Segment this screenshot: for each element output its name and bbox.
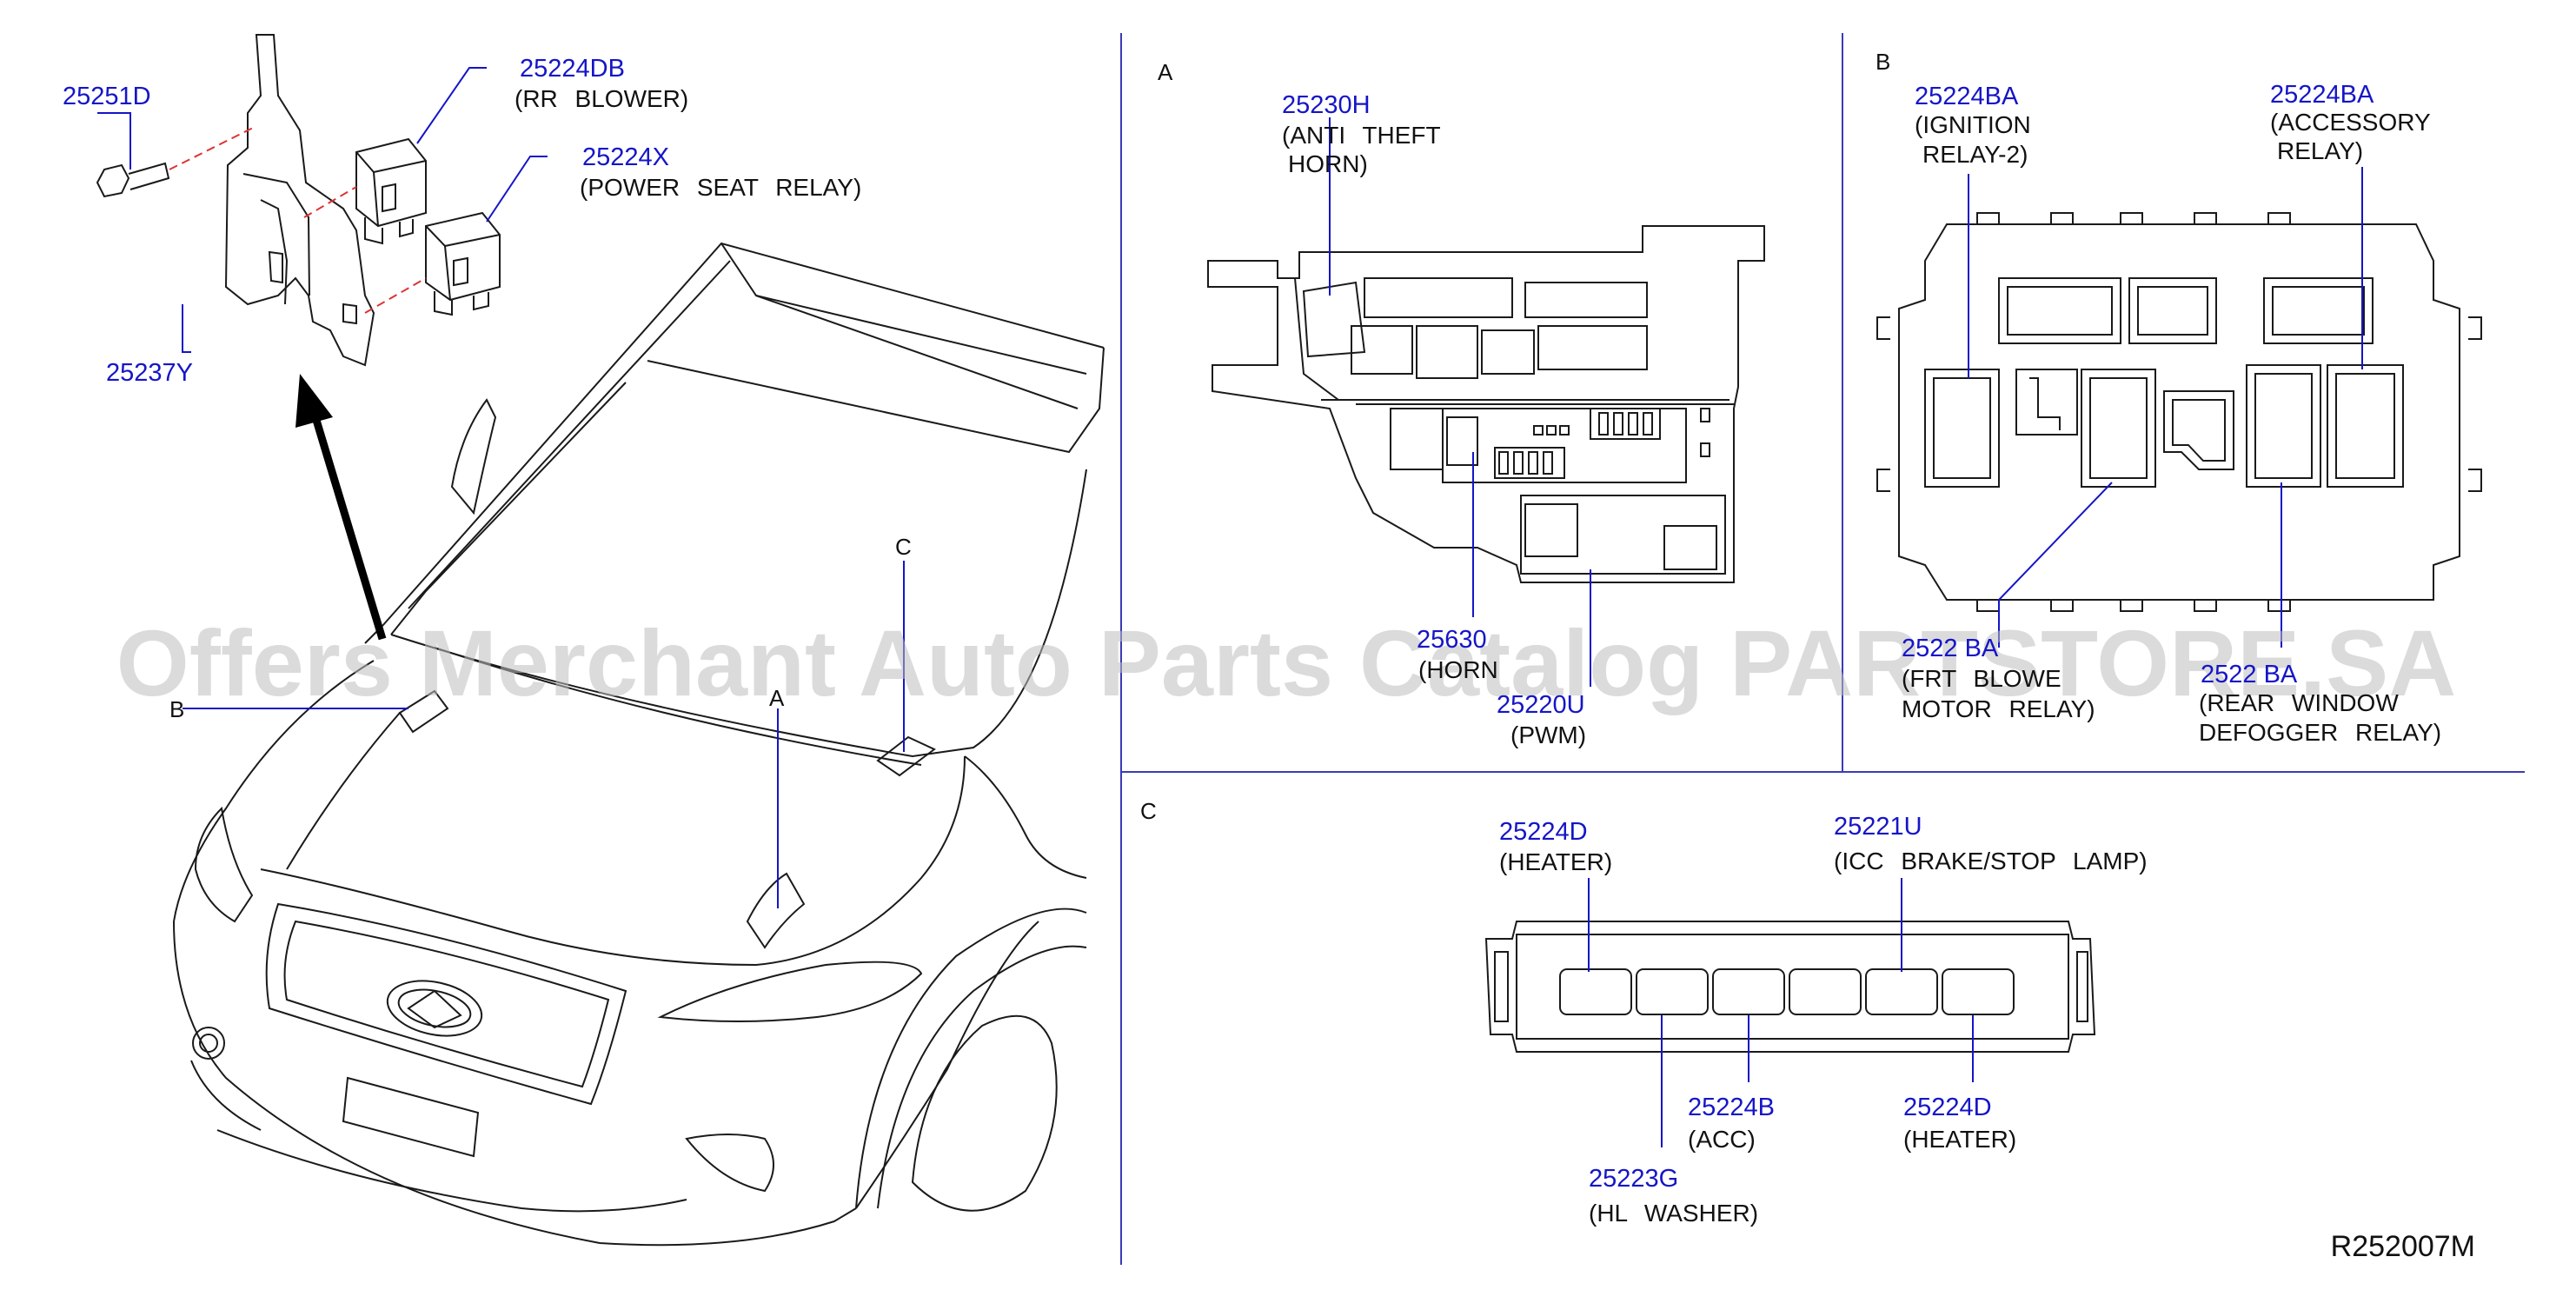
- diagram-code: R252007M: [2331, 1230, 2475, 1263]
- car-marker-c: C: [895, 534, 912, 560]
- vehicle-illustration: [173, 242, 1105, 1247]
- section-label-c: C: [1140, 798, 1157, 824]
- part-number-25223G[interactable]: 25223G: [1589, 1165, 1678, 1193]
- part-desc-25220U: (PWM): [1510, 721, 1586, 748]
- part-desc-25224X: (POWER SEAT RELAY): [580, 174, 861, 201]
- part-desc-25221U: (ICC BRAKE/STOP LAMP): [1834, 848, 2148, 874]
- car-marker-a: A: [769, 685, 785, 711]
- part-number-25230H[interactable]: 25230H: [1282, 91, 1371, 119]
- part-desc-frt-blower-line2: MOTOR RELAY): [1902, 695, 2095, 722]
- leader-lines: [97, 67, 2363, 1147]
- part-number-25220U[interactable]: 25220U: [1497, 691, 1585, 719]
- relay-strip-c: [1484, 921, 2096, 1053]
- section-label-a: A: [1158, 59, 1173, 85]
- watermark-text: Offers Merchant Auto Parts Catalog PARTS…: [116, 610, 2456, 715]
- part-number-25224X[interactable]: 25224X: [582, 143, 669, 171]
- part-number-25251D[interactable]: 25251D: [63, 83, 151, 110]
- part-desc-25224D-heater-top: (HEATER): [1499, 848, 1612, 875]
- part-desc-25224B: (ACC): [1688, 1126, 1756, 1153]
- top-tabs: [1976, 212, 2291, 612]
- relay-box-b: [1876, 212, 2482, 612]
- part-number-25224B[interactable]: 25224B: [1688, 1094, 1775, 1121]
- part-number-25224BA-accessory[interactable]: 25224BA: [2270, 81, 2374, 109]
- part-desc-frt-blower-line1: (FRT BLOWE: [1902, 665, 2061, 692]
- part-desc-rear-defogger-line2: DEFOGGER RELAY): [2199, 719, 2441, 746]
- part-desc-25630: (HORN: [1418, 656, 1498, 683]
- part-desc-25230H-line1: (ANTI THEFT: [1282, 122, 1441, 149]
- part-desc-25224BA-accessory-line2: RELAY): [2277, 137, 2363, 164]
- part-desc-25224BA-accessory-line1: (ACCESSORY: [2270, 109, 2431, 136]
- part-number-frt-blower-relay[interactable]: 2522 BA: [1902, 635, 1999, 662]
- part-number-25224BA-ignition[interactable]: 25224BA: [1915, 83, 2019, 110]
- part-number-25237Y[interactable]: 25237Y: [106, 359, 193, 387]
- part-desc-25224BA-ignition-line1: (IGNITION: [1915, 111, 2031, 138]
- part-desc-rear-defogger-line1: (REAR WINDOW: [2199, 689, 2399, 716]
- location-arrow: [295, 374, 387, 641]
- part-number-25630[interactable]: 25630: [1417, 626, 1487, 654]
- relay-box-a: [1207, 225, 1765, 583]
- section-separators: [1120, 33, 2525, 1265]
- part-desc-25224DB: (RR BLOWER): [515, 85, 688, 112]
- part-desc-25223G: (HL WASHER): [1589, 1200, 1758, 1227]
- part-number-25221U[interactable]: 25221U: [1834, 813, 1922, 841]
- car-marker-b: B: [169, 696, 184, 722]
- part-desc-25224BA-ignition-line2: RELAY-2): [1922, 141, 2028, 168]
- part-number-25224DB[interactable]: 25224DB: [520, 55, 625, 83]
- part-desc-25230H-line2: HORN): [1288, 150, 1368, 177]
- bracket-and-relays: [96, 34, 501, 367]
- part-number-rear-defogger-relay[interactable]: 2522 BA: [2201, 661, 2298, 688]
- part-number-25224D-heater-top[interactable]: 25224D: [1499, 818, 1588, 846]
- section-label-b: B: [1876, 49, 1890, 75]
- part-number-25224D-heater-bottom[interactable]: 25224D: [1903, 1094, 1992, 1121]
- part-desc-25224D-heater-bottom: (HEATER): [1903, 1126, 2016, 1153]
